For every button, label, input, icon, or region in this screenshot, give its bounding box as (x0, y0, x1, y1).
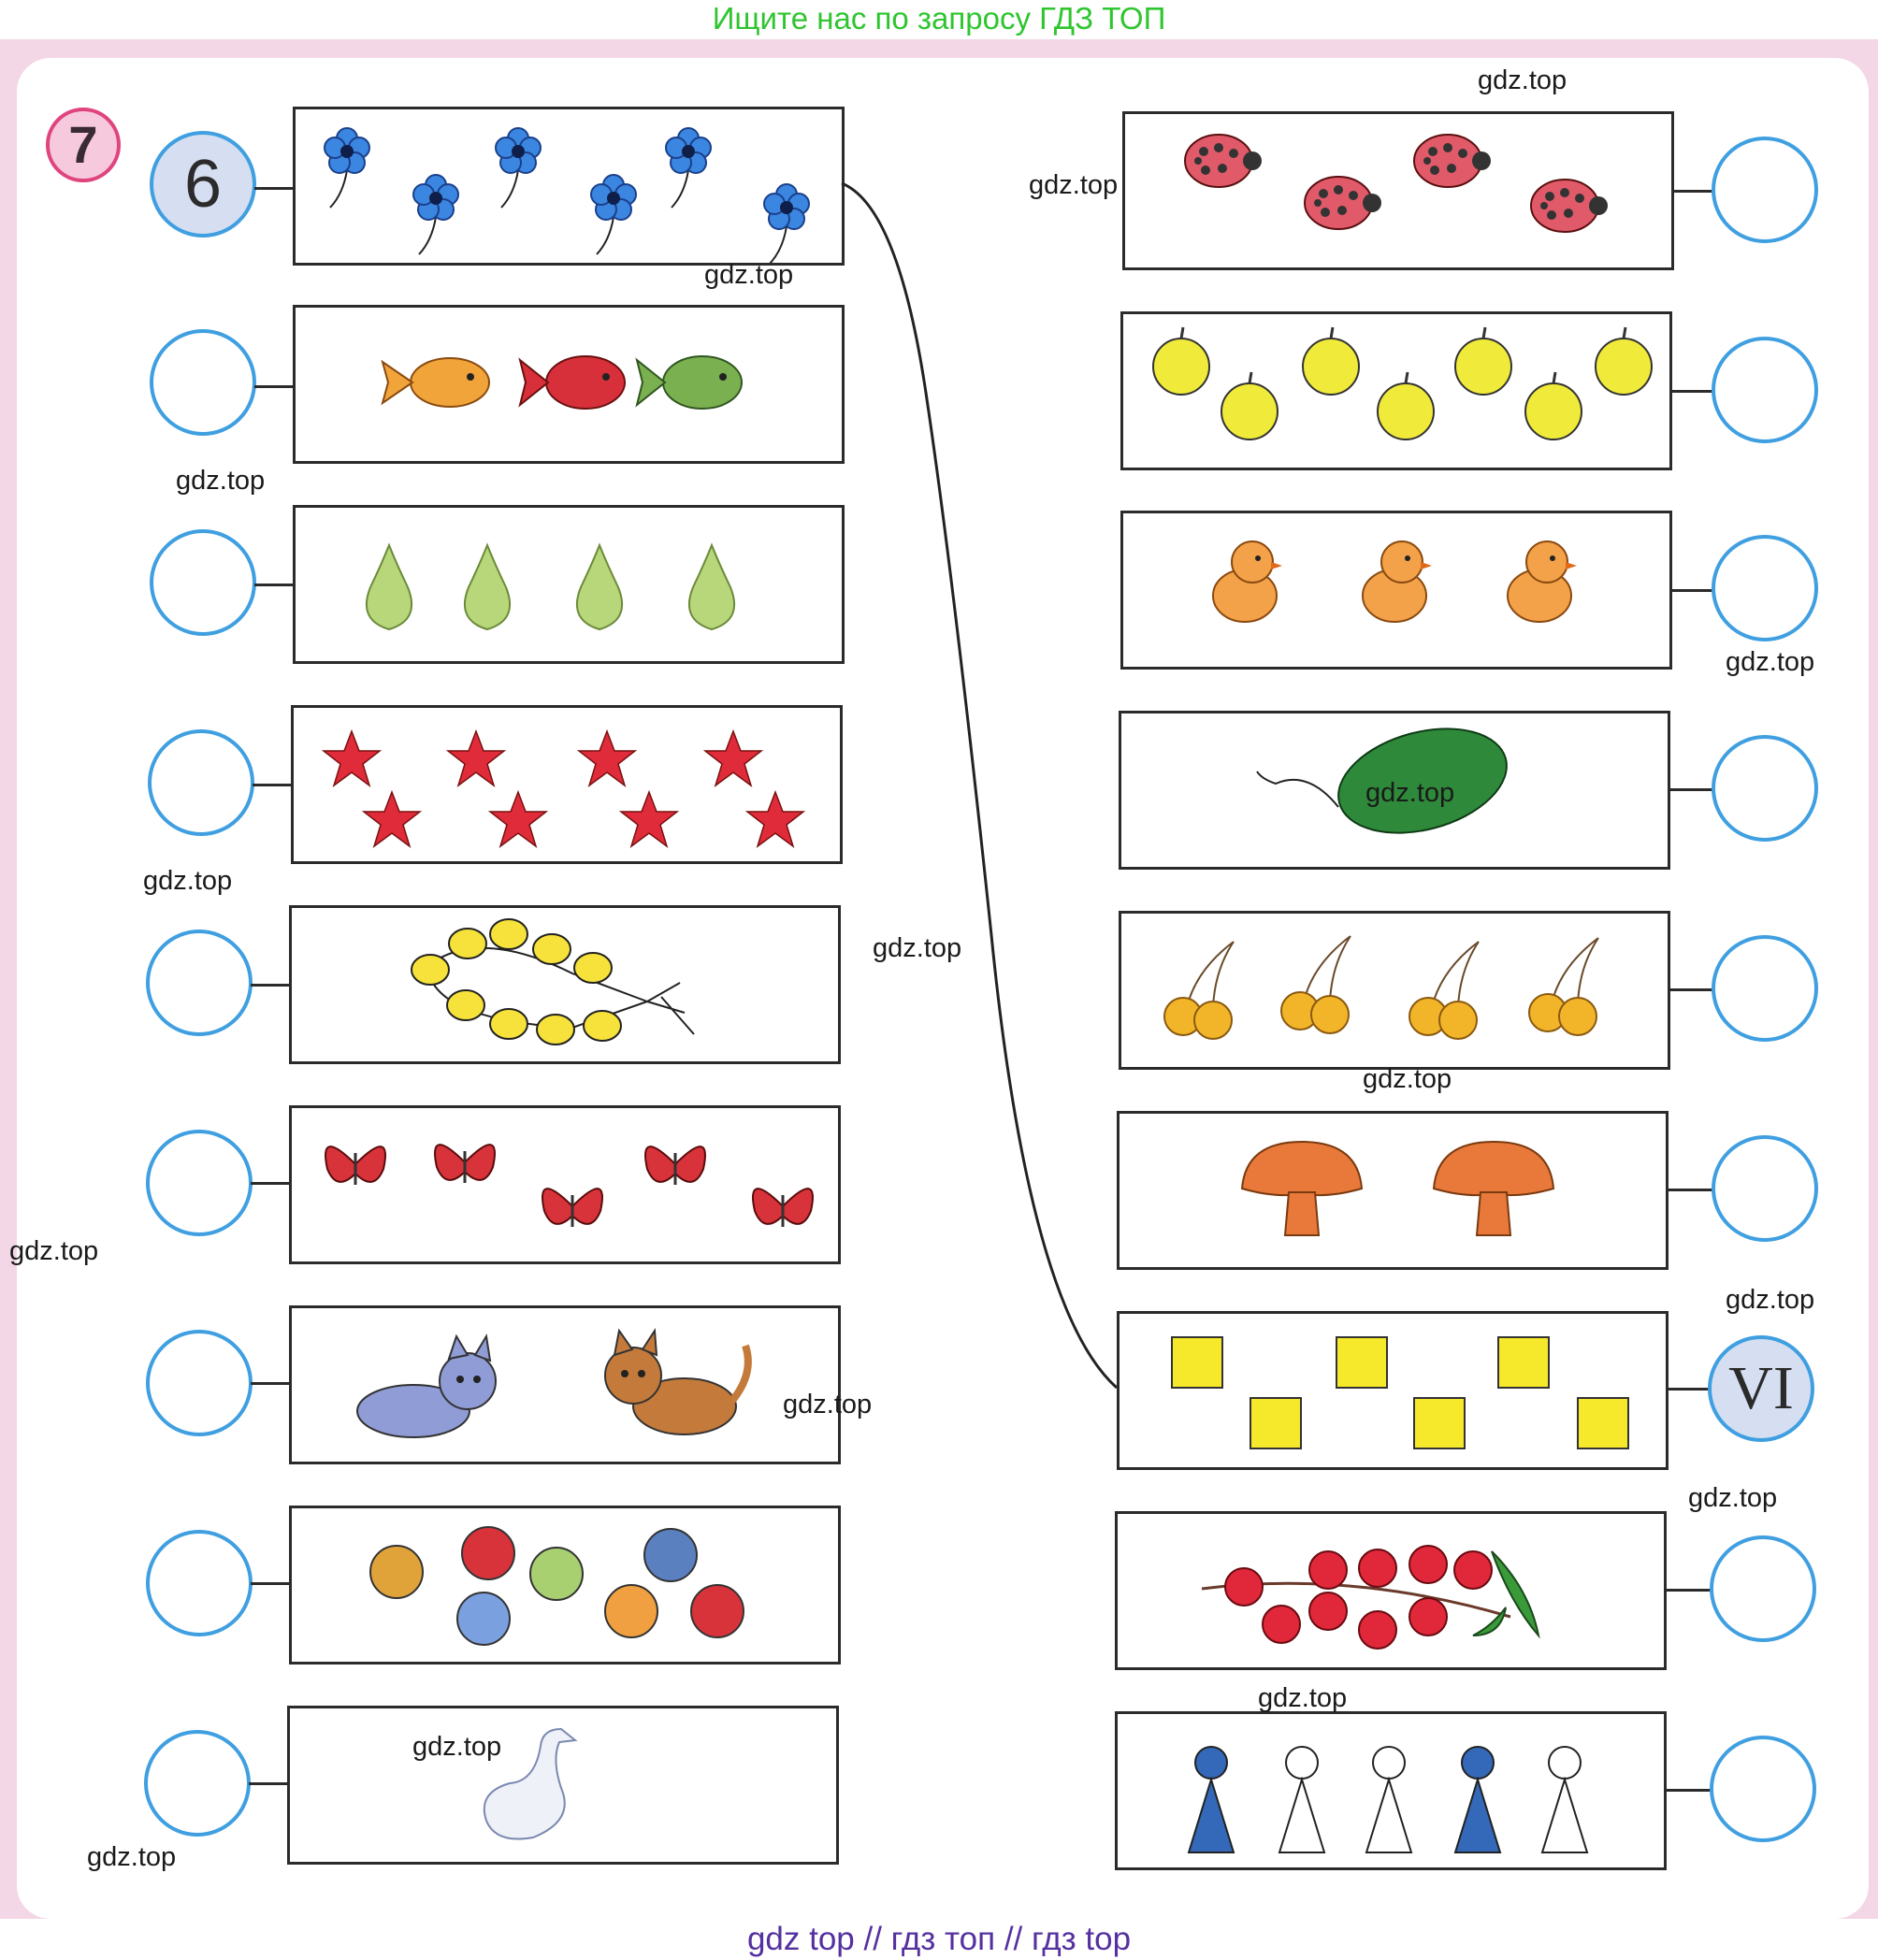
left-count-circle-5[interactable] (146, 930, 253, 1036)
right-count-circle-7[interactable]: VI (1708, 1335, 1814, 1442)
left-count-circle-9[interactable] (144, 1730, 251, 1837)
right-card-squares[interactable] (1117, 1311, 1669, 1470)
connector-stub (251, 1182, 290, 1185)
goose-icon (483, 1727, 578, 1840)
berry-icons (1201, 1545, 1540, 1650)
connector-stub (1666, 1189, 1713, 1191)
right-card-balloon[interactable] (1119, 711, 1670, 870)
left-count-circle-6[interactable] (146, 1130, 253, 1236)
pear-icons (365, 544, 736, 630)
kitten-icons (356, 1327, 752, 1438)
left-count-circle-3[interactable] (150, 529, 256, 636)
right-count-circle-8[interactable] (1710, 1535, 1816, 1642)
chick-icons (1212, 540, 1578, 623)
ladybug-icons (1184, 134, 1609, 233)
watermark: gdz.top (783, 1390, 873, 1420)
right-card-cherries[interactable] (1119, 911, 1670, 1070)
game-piece-icons (1188, 1746, 1588, 1853)
right-count-circle-1[interactable] (1712, 137, 1818, 243)
left-count-circle-7[interactable] (146, 1330, 253, 1436)
watermark: gdz.top (1726, 1285, 1815, 1315)
left-card-pears[interactable] (293, 505, 845, 664)
connector-stub (1668, 788, 1713, 791)
top-banner: Ищите нас по запросу ГДЗ ТОП (0, 0, 1878, 39)
watermark: gdz.top (412, 1732, 502, 1762)
fish-icons (381, 355, 743, 410)
watermark: gdz.top (1363, 1064, 1452, 1094)
right-count-circle-4[interactable] (1712, 735, 1818, 842)
ball-icons (369, 1526, 744, 1646)
apple-icons (1151, 325, 1654, 441)
connector-stub (251, 1382, 290, 1385)
count-label: 6 (183, 147, 223, 222)
watermark: gdz.top (1029, 170, 1119, 200)
left-card-flowers[interactable] (293, 107, 845, 266)
connector-stub (249, 1782, 288, 1785)
left-card-butterflies[interactable] (289, 1105, 841, 1264)
right-card-ladybugs[interactable] (1122, 111, 1674, 270)
connector-stub (251, 1582, 290, 1585)
watermark: gdz.top (1258, 1683, 1348, 1713)
watermark: gdz.top (704, 260, 794, 290)
right-card-game-pieces[interactable] (1115, 1711, 1667, 1870)
left-card-goose[interactable] (287, 1706, 839, 1865)
connector-stub (254, 584, 294, 586)
watermark: gdz.top (87, 1842, 177, 1872)
count-label: VI (1728, 1354, 1794, 1422)
left-card-kittens[interactable] (289, 1305, 841, 1464)
connector-stub (1664, 1589, 1713, 1592)
left-count-circle-1[interactable]: 6 (150, 131, 256, 238)
connector-stub (1669, 390, 1713, 393)
right-card-apples[interactable] (1120, 311, 1672, 470)
butterfly-icons (324, 1143, 815, 1229)
right-count-circle-9[interactable] (1710, 1736, 1816, 1842)
watermark: gdz.top (1726, 647, 1815, 677)
right-count-circle-5[interactable] (1712, 935, 1818, 1042)
connector-stub (253, 784, 292, 786)
task-number-badge: 7 (46, 108, 121, 182)
watermark: gdz.top (873, 933, 962, 963)
connector-stub (254, 385, 294, 388)
right-card-berries[interactable] (1115, 1511, 1667, 1670)
right-card-chicks[interactable] (1120, 511, 1672, 670)
watermark: gdz.top (1478, 65, 1567, 95)
cherry-icons (1163, 935, 1599, 1040)
left-count-circle-2[interactable] (150, 329, 256, 436)
connector-stub (251, 984, 290, 987)
left-card-stars[interactable] (291, 705, 843, 864)
left-card-balls[interactable] (289, 1506, 841, 1665)
flower-icons (324, 127, 810, 263)
watermark: gdz.top (1688, 1483, 1778, 1513)
connector-stub (1666, 1388, 1713, 1391)
left-count-circle-8[interactable] (146, 1530, 253, 1636)
mushroom-icons (1241, 1141, 1554, 1236)
watermark: gdz.top (1365, 778, 1455, 808)
connector-stub (254, 187, 294, 190)
right-count-circle-6[interactable] (1712, 1135, 1818, 1242)
left-card-fish[interactable] (293, 305, 845, 464)
square-icons (1171, 1336, 1629, 1449)
star-icons (323, 730, 804, 847)
connector-stub (1668, 988, 1713, 991)
bottom-banner: gdz top // гдз топ // гдз top (0, 1919, 1878, 1960)
right-count-circle-2[interactable] (1712, 337, 1818, 443)
left-card-beads[interactable] (289, 905, 841, 1064)
right-count-circle-3[interactable] (1712, 535, 1818, 641)
bead-icons (411, 918, 695, 1045)
connector-stub (1664, 1789, 1713, 1792)
right-card-mushrooms[interactable] (1117, 1111, 1669, 1270)
left-count-circle-4[interactable] (148, 729, 254, 836)
watermark: gdz.top (9, 1236, 99, 1266)
watermark: gdz.top (143, 866, 233, 896)
connector-stub (1669, 589, 1713, 592)
watermark: gdz.top (176, 466, 266, 496)
connector-stub (1671, 190, 1713, 193)
balloon-icon (1256, 728, 1508, 834)
